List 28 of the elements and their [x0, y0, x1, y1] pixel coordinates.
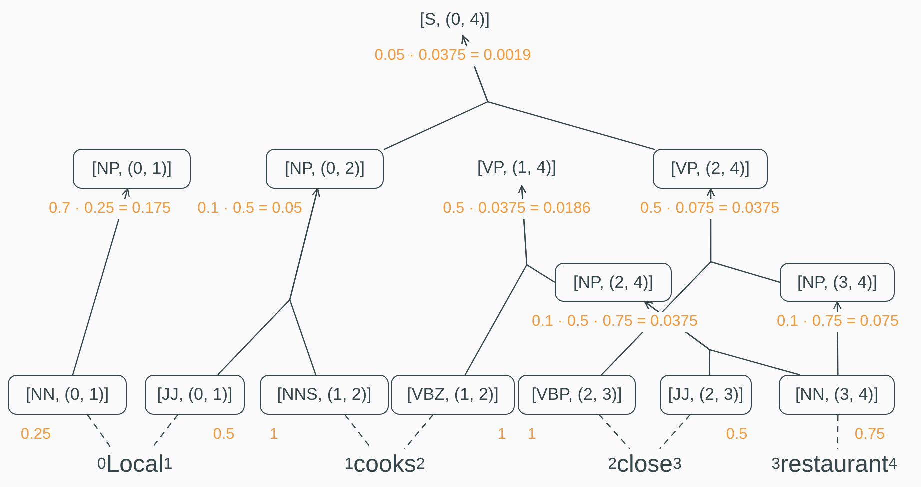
probability-label: 0.5 · 0.0375 = 0.0186 [442, 199, 592, 219]
arrow [72, 188, 130, 376]
probability-label: 0.5 · 0.075 = 0.0375 [639, 199, 781, 219]
dashed-line [404, 414, 434, 450]
dashed-line [837, 415, 839, 449]
constituent-box: [NP, (0, 1)] [73, 149, 191, 189]
probability-label: 0.7 · 0.25 = 0.175 [48, 199, 172, 219]
constituent-box: [NNS, (1, 2)] [260, 375, 389, 415]
constituent-box: [VP, (2, 4)] [653, 149, 768, 189]
constituent-box: [NP, (2, 4)] [555, 263, 672, 302]
dashed-line [660, 414, 691, 450]
constituent-box: [JJ, (2, 3)] [660, 375, 752, 415]
dashed-line [87, 414, 112, 450]
probability-label: 0.1 · 0.75 = 0.075 [776, 312, 900, 332]
dashed-line [598, 414, 630, 450]
constituent-box: [JJ, (0, 1)] [145, 375, 245, 415]
arrow [289, 188, 320, 376]
constituent-box: [NN, (0, 1)] [8, 375, 127, 415]
constituent-box: [NN, (3, 4)] [779, 375, 895, 415]
constituent-box: [NP, (0, 2)] [266, 149, 384, 189]
constituent-box: [VBP, (2, 3)] [518, 375, 636, 415]
constituent-box: [VBZ, (1, 2)] [391, 375, 515, 415]
constituent-label: [VP, (1, 4)] [462, 150, 572, 186]
constituent-label: [S, (0, 4)] [395, 4, 515, 36]
arrow [462, 35, 656, 150]
probability-label: 0.1 · 0.5 · 0.75 = 0.0375 [531, 312, 699, 332]
constituent-box: [NP, (3, 4)] [780, 263, 895, 302]
probability-label: 0.05 · 0.0375 = 0.0019 [374, 46, 532, 66]
